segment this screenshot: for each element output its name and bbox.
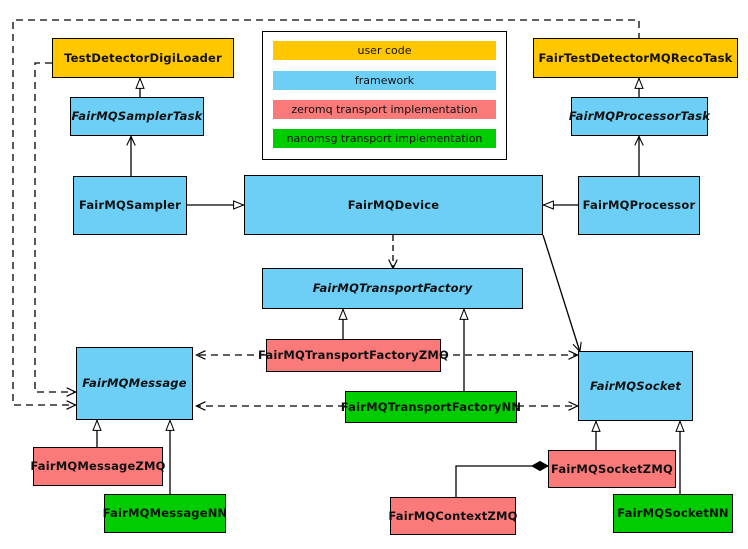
legend-label: nanomsg transport implementation — [286, 132, 483, 145]
node-label: FairMQTransportFactory — [312, 281, 473, 296]
node-label: FairMQSocketZMQ — [551, 461, 673, 476]
node-label: FairMQMessageNN — [102, 506, 228, 521]
node-fairmqmessage[interactable]: FairMQMessage — [76, 347, 193, 420]
node-label: FairMQContextZMQ — [388, 508, 518, 523]
node-label: TestDetectorDigiLoader — [64, 50, 222, 65]
node-fairmqsocketzmq[interactable]: FairMQSocketZMQ — [548, 450, 676, 488]
legend-item-nanomsg: nanomsg transport implementation — [273, 129, 496, 148]
node-fairmqprocessor[interactable]: FairMQProcessor — [578, 176, 700, 235]
legend-item-framework: framework — [273, 71, 496, 90]
node-label: FairTestDetectorMQRecoTask — [538, 50, 733, 65]
node-fairtestdetectormqrecotask[interactable]: FairTestDetectorMQRecoTask — [533, 38, 738, 78]
node-fairmqsocketnn[interactable]: FairMQSocketNN — [613, 494, 733, 533]
node-label: FairMQSocket — [589, 378, 682, 393]
node-label: FairMQTransportFactoryNN — [340, 399, 522, 414]
node-fairmqtransportfactorynn[interactable]: FairMQTransportFactoryNN — [341, 391, 521, 423]
node-fairmqtransportfactoryzmq[interactable]: FairMQTransportFactoryZMQ — [258, 339, 449, 372]
node-label: FairMQProcessorTask — [568, 109, 711, 124]
legend-label: user code — [357, 44, 412, 57]
node-label: FairMQSamplerTask — [71, 109, 203, 124]
node-fairmqdevice[interactable]: FairMQDevice — [244, 175, 543, 235]
legend-panel: user code framework zeromq transport imp… — [262, 31, 507, 160]
node-fairmqsamplertask[interactable]: FairMQSamplerTask — [70, 97, 204, 136]
node-label: FairMQMessageZMQ — [30, 459, 166, 474]
legend-item-user-code: user code — [273, 41, 496, 60]
edge-contextzmq-socketzmq — [455, 460, 550, 497]
node-testdetectordigiloader[interactable]: TestDetectorDigiLoader — [52, 38, 234, 78]
node-label: FairMQMessage — [82, 376, 187, 391]
legend-label: framework — [354, 74, 415, 87]
node-fairmqmessagenn[interactable]: FairMQMessageNN — [102, 494, 228, 533]
node-label: FairMQDevice — [347, 197, 440, 212]
edge-device-socket — [542, 234, 580, 352]
node-label: FairMQSocketNN — [617, 506, 729, 521]
node-fairmqsocket[interactable]: FairMQSocket — [578, 351, 693, 421]
node-label: FairMQSampler — [78, 198, 182, 213]
node-label: FairMQTransportFactoryZMQ — [258, 348, 450, 363]
node-label: FairMQProcessor — [582, 198, 696, 213]
edge-recotask-message — [12, 19, 640, 405]
node-fairmqprocessortask[interactable]: FairMQProcessorTask — [568, 97, 711, 136]
node-fairmqcontextzmq[interactable]: FairMQContextZMQ — [388, 497, 518, 535]
edge-digiloader-message — [34, 62, 76, 392]
legend-item-zeromq: zeromq transport implementation — [273, 100, 496, 119]
legend-label: zeromq transport implementation — [291, 103, 478, 116]
node-fairmqsampler[interactable]: FairMQSampler — [73, 176, 187, 235]
node-fairmqmessagezmq[interactable]: FairMQMessageZMQ — [30, 447, 166, 486]
node-fairmqtransportfactory[interactable]: FairMQTransportFactory — [262, 268, 523, 309]
